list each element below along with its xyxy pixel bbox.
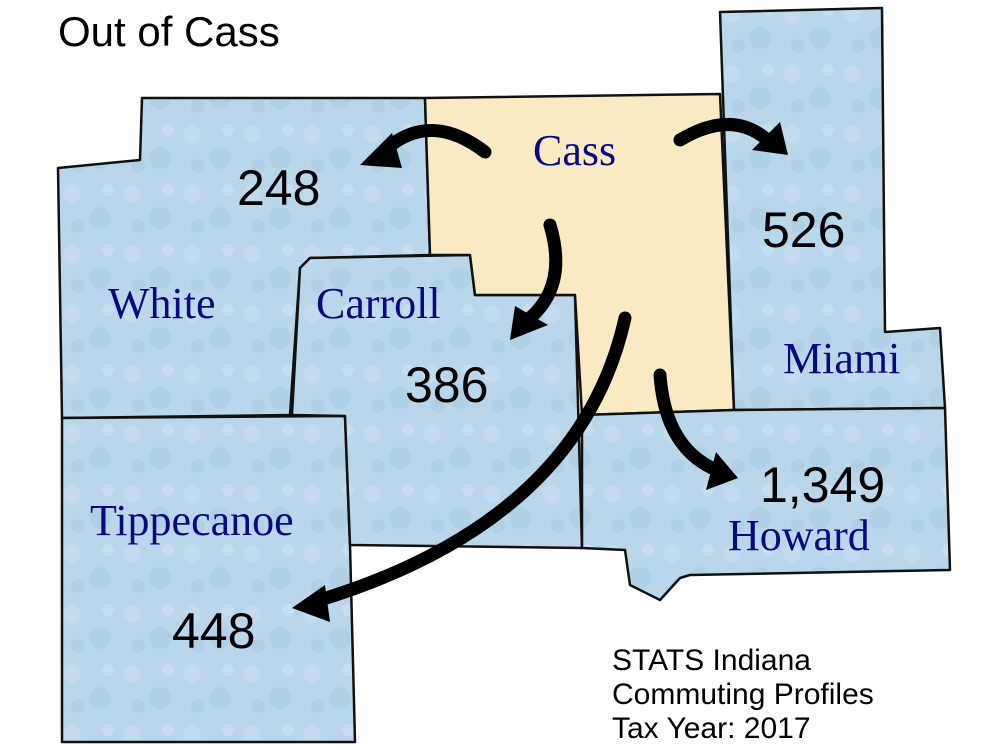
label-tippecanoe: Tippecanoe — [90, 496, 294, 545]
flow-arrows — [292, 118, 788, 622]
county-howard — [580, 406, 952, 602]
arrow-to-miami — [673, 118, 772, 147]
arrow-to-carroll — [523, 218, 563, 325]
map-title: Out of Cass — [58, 8, 280, 55]
label-cass: Cass — [533, 126, 616, 175]
source-line-2: Commuting Profiles — [612, 678, 874, 711]
count-howard: 1,349 — [760, 457, 885, 513]
label-carroll: Carroll — [316, 279, 441, 328]
arrow-head-howard — [706, 452, 738, 490]
county-tippecanoe — [60, 414, 357, 744]
count-carroll: 386 — [405, 357, 488, 413]
source-line-3: Tax Year: 2017 — [612, 712, 811, 745]
label-miami: Miami — [783, 334, 900, 383]
label-howard: Howard — [728, 511, 870, 560]
arrow-head-white — [360, 133, 402, 168]
source-line-1: STATS Indiana — [612, 644, 811, 677]
count-miami: 526 — [762, 202, 845, 258]
county-cass — [423, 92, 736, 417]
arrow-to-tippecanoe — [313, 311, 632, 607]
label-white: White — [108, 279, 216, 328]
count-tippecanoe: 448 — [172, 603, 255, 659]
arrow-head-miami — [752, 122, 788, 155]
arrow-to-howard — [653, 368, 719, 475]
count-white: 248 — [237, 160, 320, 216]
arrow-head-carroll — [510, 306, 548, 340]
arrow-head-tippecanoe — [292, 585, 330, 622]
